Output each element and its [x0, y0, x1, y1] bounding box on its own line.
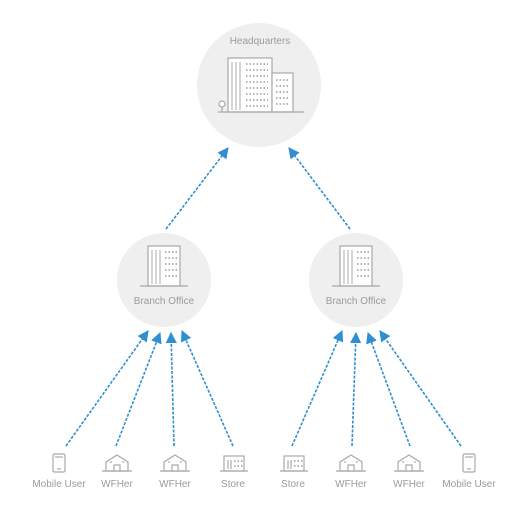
branch-office-right-node	[309, 233, 403, 327]
house-icon	[336, 454, 366, 472]
house-icon	[102, 454, 132, 472]
branch-office-left-node	[117, 233, 211, 327]
mobile-phone-icon	[462, 453, 476, 473]
office-building-icon	[140, 245, 188, 287]
house-icon	[394, 454, 424, 472]
connectors	[65, 147, 462, 447]
endpoint-label-store-2: Store	[281, 479, 305, 490]
headquarters-node	[197, 23, 321, 147]
connector-branch-left-to-hq	[165, 147, 229, 230]
connector-wfher-1	[115, 331, 162, 447]
office-building-icon	[332, 245, 380, 287]
endpoint-label-wfher-3: WFHer	[335, 479, 367, 490]
branch-office-left-label: Branch Office	[133, 296, 195, 307]
connector-wfher-4	[366, 331, 411, 447]
connector-wfher-2	[165, 331, 177, 447]
endpoint-label-mobile-user-right: Mobile User	[442, 479, 496, 490]
endpoint-label-wfher-4: WFHer	[393, 479, 425, 490]
connector-mobile-user-left	[65, 330, 149, 447]
office-towers-icon	[218, 57, 304, 113]
connector-wfher-3	[350, 331, 362, 447]
mobile-phone-icon	[52, 453, 66, 473]
connector-mobile-user-right	[379, 330, 462, 447]
store-icon	[220, 455, 248, 472]
connector-store-2	[291, 329, 344, 447]
connector-store-1	[180, 329, 234, 447]
connector-branch-right-to-hq	[288, 147, 351, 230]
endpoint-label-mobile-user-left: Mobile User	[32, 479, 86, 490]
store-icon	[280, 455, 308, 472]
house-icon	[160, 454, 190, 472]
endpoint-label-store-1: Store	[221, 479, 245, 490]
branch-office-right-label: Branch Office	[325, 296, 387, 307]
endpoint-label-wfher-1: WFHer	[101, 479, 133, 490]
headquarters-label: Headquarters	[229, 36, 291, 47]
endpoint-label-wfher-2: WFHer	[159, 479, 191, 490]
